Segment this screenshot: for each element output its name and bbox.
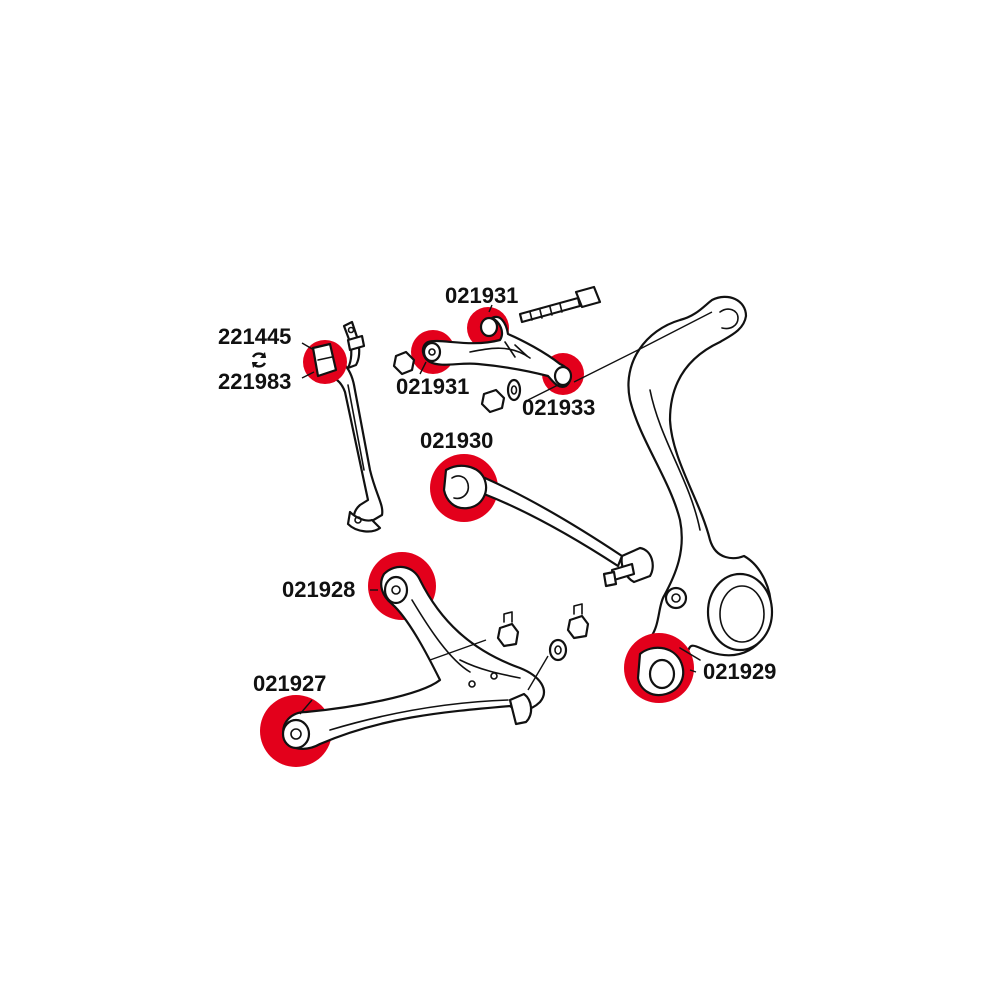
upper-arm	[411, 307, 584, 395]
label-021933: 021933	[522, 395, 595, 420]
label-221983: 221983	[218, 369, 291, 394]
steering-knuckle	[627, 295, 774, 672]
upper-arm-bolt	[518, 285, 602, 324]
leader-lines	[299, 304, 713, 715]
sway-bar-bushing	[303, 340, 347, 384]
label-221445: 221445	[218, 324, 291, 349]
label-021927: 021927	[253, 671, 326, 696]
label-021931-top: 021931	[445, 283, 518, 308]
upper-arm-hardware	[392, 350, 522, 414]
label-021929: 021929	[703, 659, 776, 684]
lower-arm-hardware	[496, 603, 590, 662]
knuckle-bushing	[624, 633, 701, 703]
sway-bar	[316, 355, 384, 533]
label-021930: 021930	[420, 428, 493, 453]
label-021931-left: 021931	[396, 374, 469, 399]
label-021928: 021928	[282, 577, 355, 602]
tension-strut	[430, 454, 654, 588]
swap-arrows-icon	[251, 352, 267, 368]
lower-control-arm	[260, 552, 545, 767]
sway-bar-bracket	[342, 320, 366, 370]
